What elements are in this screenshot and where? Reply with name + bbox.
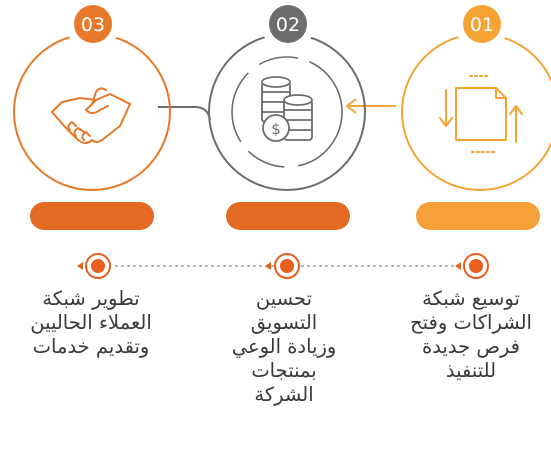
step-03-caption-line: وتقديم خدمات (32, 335, 150, 358)
step-02-caption-line: وزيادة الوعي (231, 335, 337, 358)
step-03-circle: 03 (13, 5, 171, 191)
step-03-caption: تطوير شبكة العملاء الحاليين وتقديم خدمات (16, 287, 166, 359)
step-02-caption-line: بمنتجات (251, 359, 317, 382)
step-01-marker (455, 253, 489, 279)
step-01-caption-line: للتنفيذ (445, 359, 497, 382)
step-01-caption-line: الشراكات وفتح (410, 311, 532, 334)
step-03-caption-line: تطوير شبكة (42, 287, 140, 310)
step-01-number: 01 (470, 14, 494, 36)
step-02-number: 02 (276, 14, 300, 36)
step-03-marker (77, 253, 111, 279)
step-01-caption: توسيع شبكة الشراكات وفتح فرص جديدة للتنف… (396, 287, 546, 383)
step-01-circle: 01 (401, 5, 551, 191)
svg-text:$: $ (271, 120, 281, 138)
document-cycle-icon (439, 75, 523, 153)
step-03-caption-line: العملاء الحاليين (30, 311, 152, 334)
step-02-caption-line: الشركة (254, 383, 314, 406)
step-01-caption-line: توسيع شبكة (422, 287, 520, 310)
step-03-bar (30, 202, 154, 230)
handshake-icon (51, 87, 131, 144)
step-01-caption-line: فرص جديدة (421, 335, 521, 358)
step-01-bar (416, 202, 540, 230)
step-02-circle: 02 (208, 5, 366, 191)
step-02-caption-line: تحسين (255, 287, 313, 310)
coins-icon: $ (261, 76, 313, 142)
connector-02-to-03 (158, 106, 211, 121)
step-02-caption-line: التسويق (250, 311, 318, 334)
arrow-head-01-to-02 (345, 98, 357, 114)
step-02-marker (265, 253, 300, 279)
step-02-caption: تحسين التسويق وزيادة الوعي بمنتجات الشرك… (209, 287, 359, 407)
step-02-bar (226, 202, 350, 230)
step-03-number: 03 (81, 14, 105, 36)
